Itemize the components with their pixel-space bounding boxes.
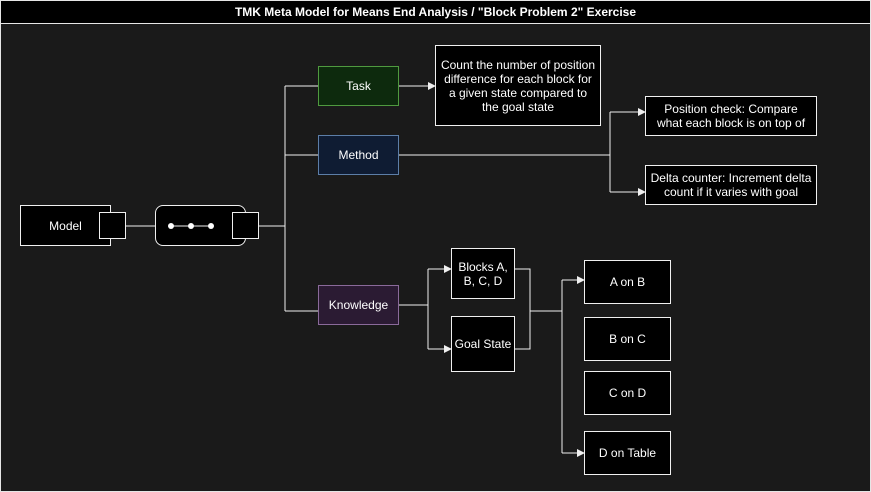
goal-state-text: Goal State — [454, 337, 512, 351]
c-on-d-text: C on D — [608, 386, 647, 400]
model-port[interactable] — [99, 212, 126, 239]
position-check-text: Position check: Compare what each block … — [656, 102, 806, 130]
goal-state-node[interactable]: Goal State — [451, 316, 515, 372]
connector-port[interactable] — [232, 212, 259, 239]
d-on-table-node[interactable]: D on Table — [584, 431, 671, 475]
d-on-table-text: D on Table — [598, 446, 657, 460]
edge-blocks-merge — [515, 268, 562, 312]
task-description-text: Count the number of position difference … — [440, 57, 596, 114]
a-on-b-node[interactable]: A on B — [584, 260, 671, 304]
method-label: Method — [338, 148, 379, 162]
delta-counter-text: Delta counter: Increment delta count if … — [650, 171, 812, 199]
connector-node[interactable] — [155, 205, 246, 246]
position-check-node[interactable]: Position check: Compare what each block … — [645, 96, 817, 136]
model-node[interactable]: Model — [20, 205, 111, 246]
c-on-d-node[interactable]: C on D — [584, 371, 671, 415]
a-on-b-text: A on B — [609, 275, 646, 289]
edge-goal-merge — [515, 311, 531, 350]
delta-counter-node[interactable]: Delta counter: Increment delta count if … — [645, 165, 817, 205]
task-label: Task — [346, 79, 371, 93]
b-on-c-node[interactable]: B on C — [584, 317, 671, 361]
diagram-title: TMK Meta Model for Means End Analysis / … — [1, 1, 870, 24]
knowledge-node[interactable]: Knowledge — [318, 285, 399, 325]
b-on-c-text: B on C — [609, 332, 646, 346]
blocks-node[interactable]: Blocks A, B, C, D — [451, 248, 515, 299]
knowledge-label: Knowledge — [328, 298, 389, 312]
task-description-node[interactable]: Count the number of position difference … — [435, 45, 601, 126]
model-label: Model — [49, 218, 82, 233]
blocks-text: Blocks A, B, C, D — [458, 259, 508, 288]
ellipsis-icon — [168, 223, 214, 229]
method-node[interactable]: Method — [318, 135, 399, 175]
task-node[interactable]: Task — [318, 66, 399, 106]
